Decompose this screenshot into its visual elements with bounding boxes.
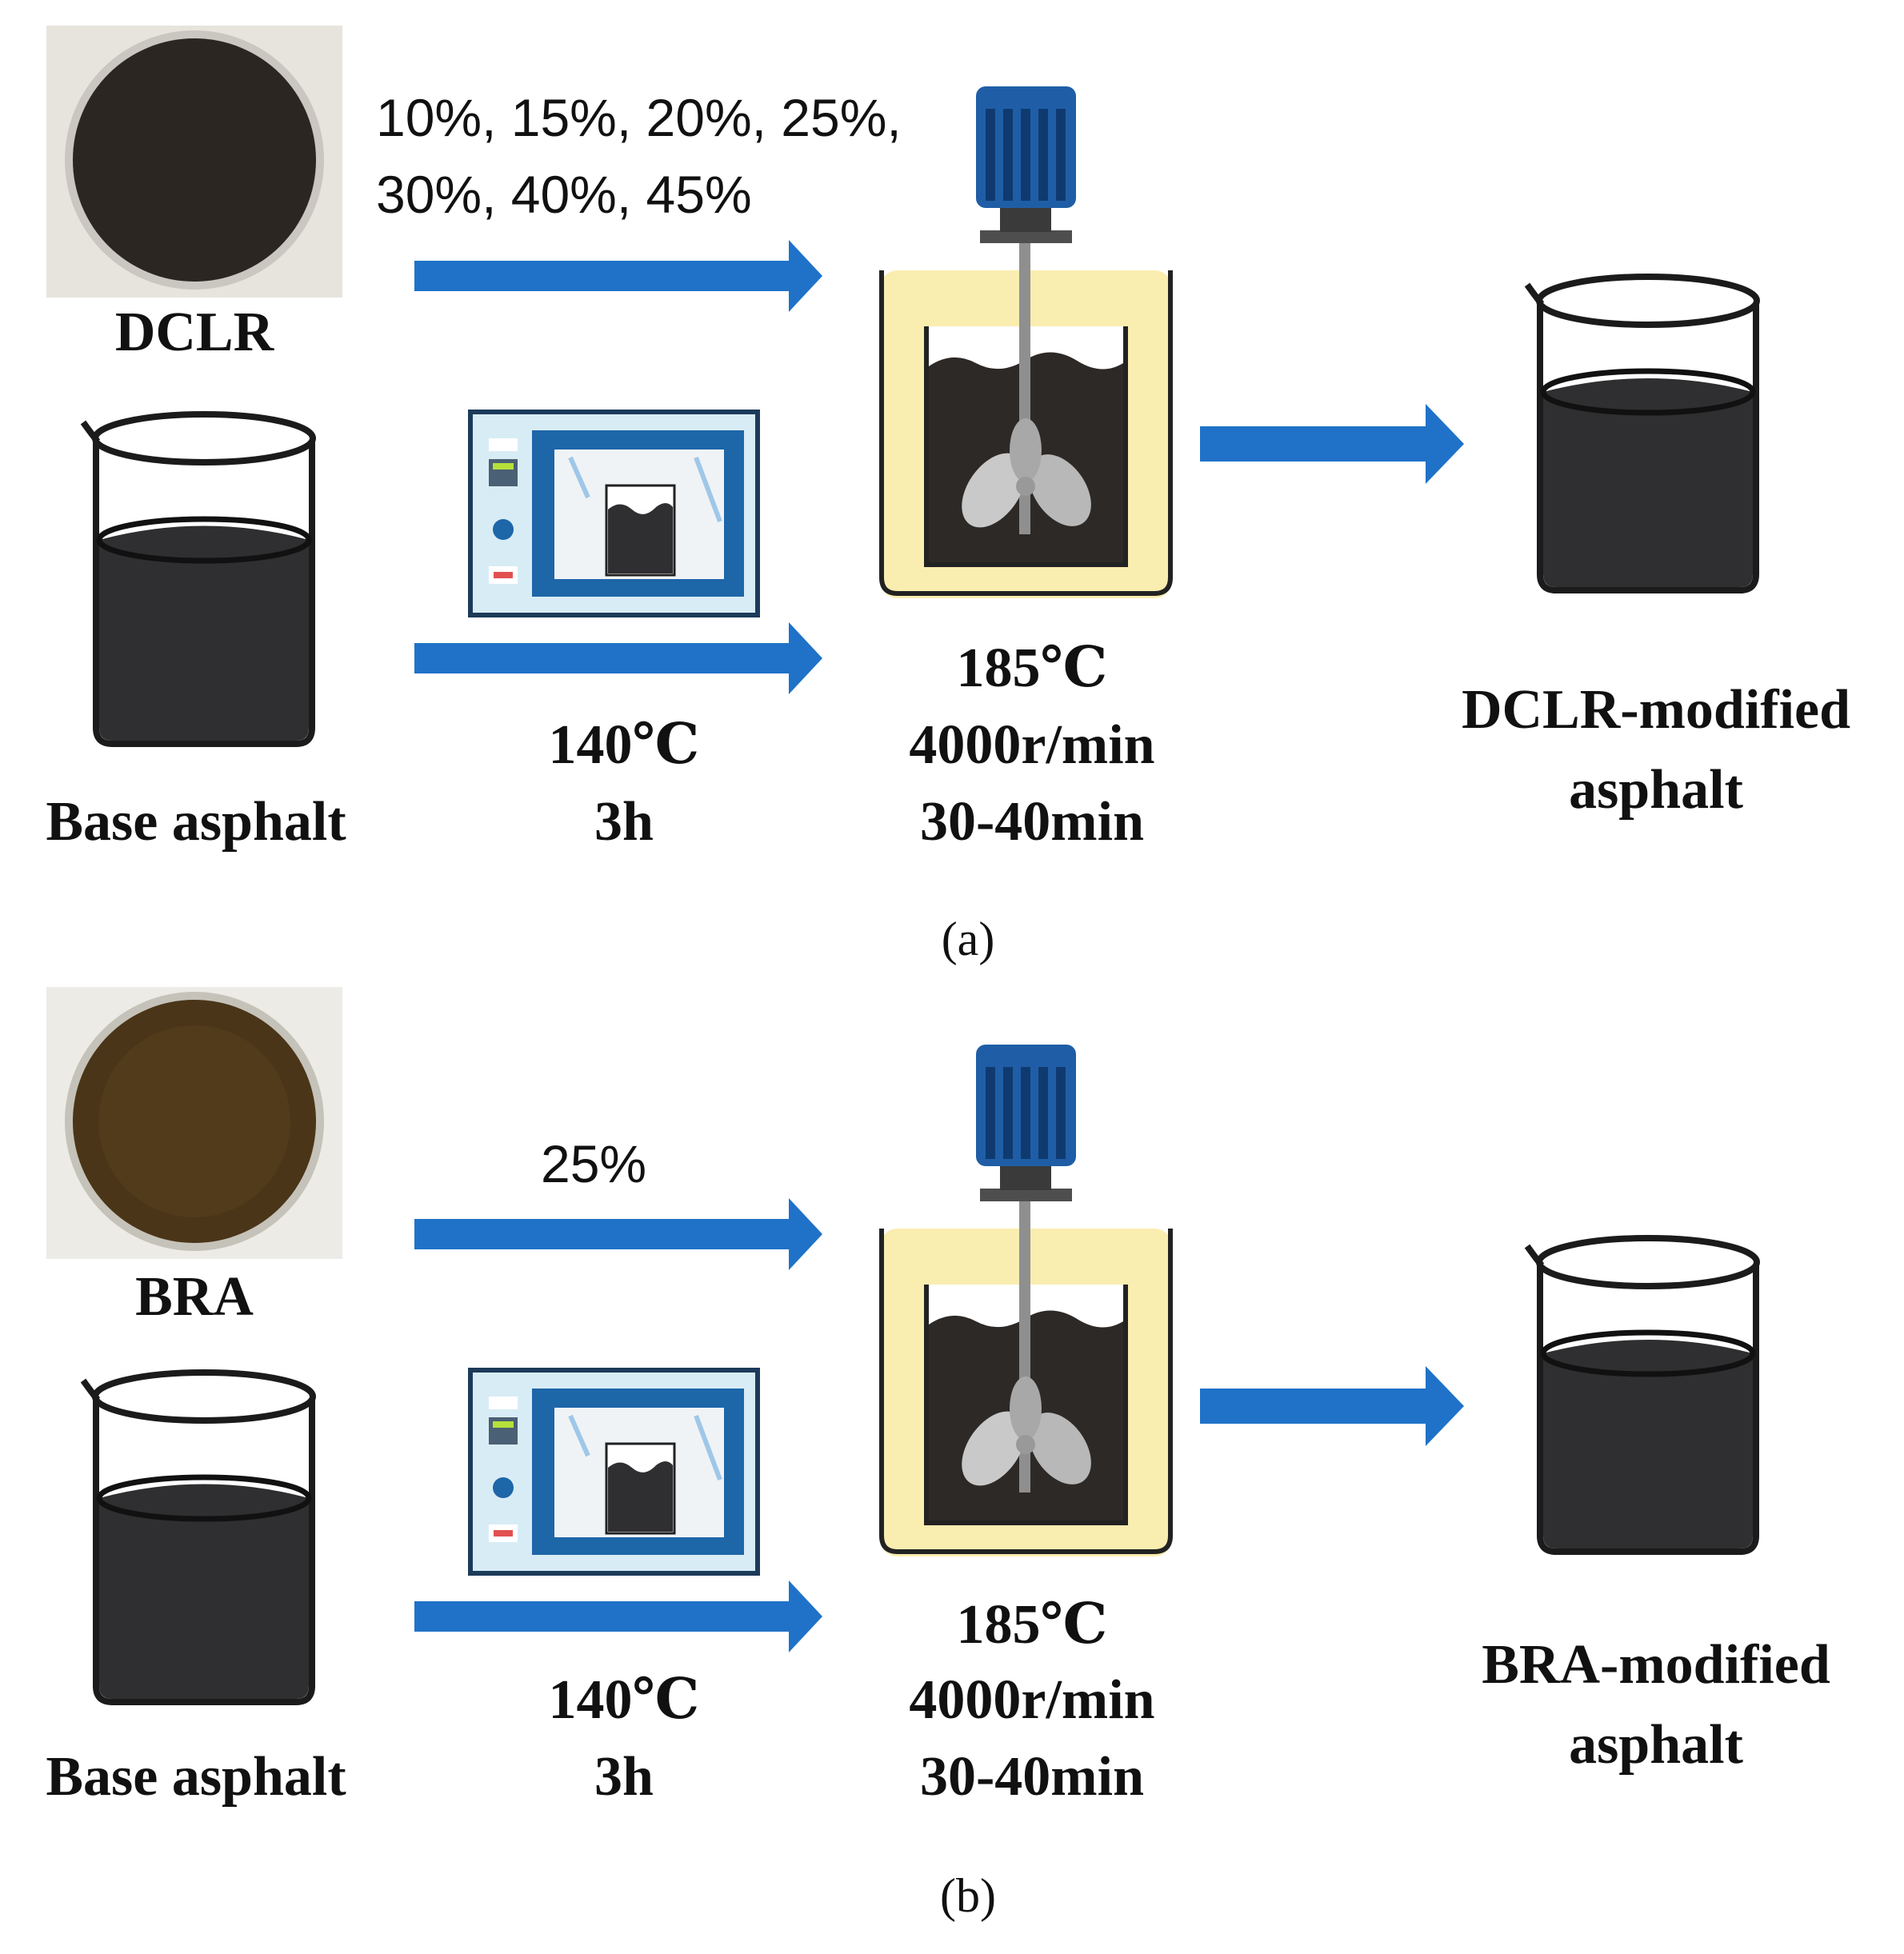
oven-icon [468,1368,760,1576]
mix-time: 30-40min [920,791,1144,853]
dclr-sample-photo [46,26,342,298]
oven-time: 3h [594,791,654,853]
base-asphalt-label: Base asphalt [46,791,346,853]
product-label-line-2: asphalt [1569,1714,1743,1776]
panel-caption: (a) [941,913,995,965]
arrow-oven-to-mixer [414,1580,822,1652]
product-label-line-1: BRA-modified [1482,1634,1830,1696]
ratio-line-2: 30%, 40%, 45% [376,165,752,224]
oven-temp: 140℃ [548,1669,700,1731]
product-beaker-icon [1524,274,1760,593]
product-label-line-1: DCLR-modified [1461,679,1851,741]
high-shear-mixer-icon [879,1045,1173,1556]
oven-temp: 140℃ [548,714,700,776]
arrow-sample-to-mixer [414,1198,822,1270]
panel-a: DCLR 10%, 15%, 20%, 25%, 30%, 40%, 45% B… [0,0,1904,968]
panel-b: BRA 25% Base asphalt 140℃ 3h [0,966,1904,1934]
mix-time: 30-40min [920,1746,1144,1808]
arrow-mixer-to-product [1200,404,1464,484]
arrow-mixer-to-product [1200,1366,1464,1446]
mix-temp: 185℃ [956,1594,1108,1656]
ratio-line-1: 10%, 15%, 20%, 25%, [376,88,902,147]
product-beaker-icon [1524,1235,1760,1555]
mix-temp: 185℃ [956,637,1108,699]
high-shear-mixer-icon [879,86,1173,598]
oven-icon [468,410,760,617]
product-label-line-2: asphalt [1569,759,1743,821]
base-asphalt-beaker-icon [80,1369,316,1705]
sample-label: BRA [135,1266,254,1328]
bra-sample-photo [46,987,342,1259]
mix-speed: 4000r/min [909,1669,1155,1731]
oven-time: 3h [594,1746,654,1808]
panel-caption: (b) [940,1869,996,1922]
ratio-line-1: 25% [541,1134,647,1193]
base-asphalt-beaker-icon [80,411,316,747]
mix-speed: 4000r/min [909,714,1155,776]
arrow-oven-to-mixer [414,622,822,694]
base-asphalt-label: Base asphalt [46,1746,346,1808]
arrow-sample-to-mixer [414,240,822,312]
sample-label: DCLR [114,302,274,363]
